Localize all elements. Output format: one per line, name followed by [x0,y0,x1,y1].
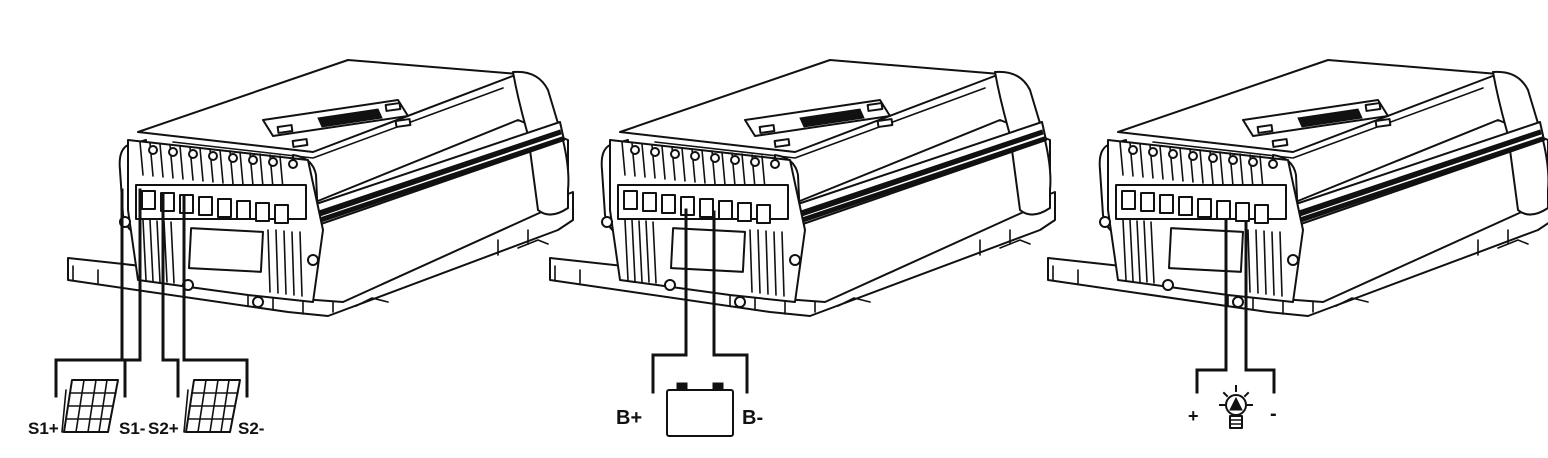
charge-controller-2 [549,59,1056,317]
battery-icon [666,382,734,437]
solar-panel-icon [183,379,241,433]
solar-wiring: S1+ S1- S2+ S2- [28,188,264,438]
label-s1-plus: S1+ [28,419,59,438]
label-lamp-plus: + [1188,406,1199,426]
charge-controller-3 [1047,59,1548,317]
label-s2-plus: S2+ [148,419,179,438]
charge-controller-1 [67,59,574,317]
label-s2-minus: S2- [238,419,264,438]
label-b-minus: B- [742,407,763,429]
label-s1-minus: S1- [119,419,145,438]
lamp-icon [1219,385,1253,429]
label-b-plus: B+ [616,407,642,429]
solar-panel-icon [61,379,119,433]
label-lamp-minus: - [1270,403,1277,425]
battery-wiring: B+ B- [616,208,763,437]
lamp-wiring: + - [1188,218,1277,429]
